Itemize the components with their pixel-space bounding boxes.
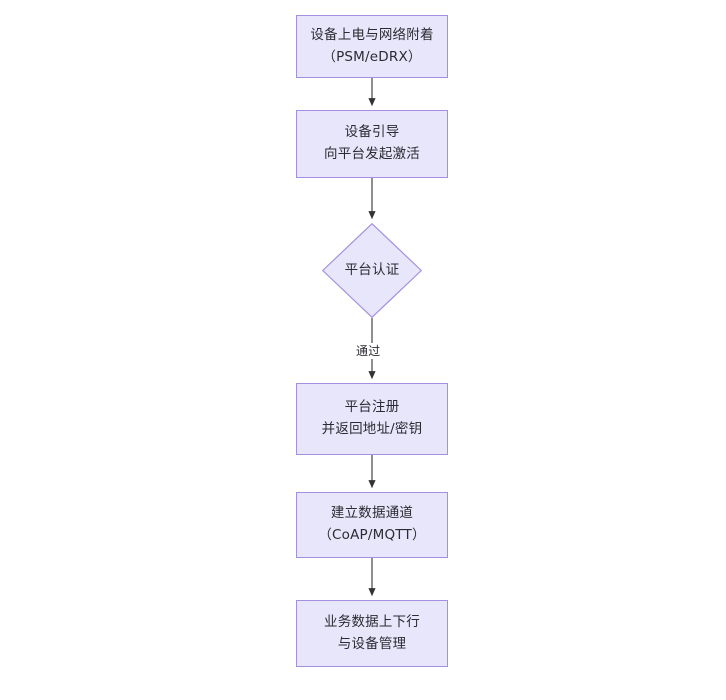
node-business-data-and-device-management[interactable]: 业务数据上下行 与设备管理 [296, 600, 448, 667]
node-platform-register-return-address-key[interactable]: 平台注册 并返回地址/密钥 [296, 383, 448, 455]
node-label: 设备上电与网络附着 （PSM/eDRX） [310, 26, 434, 65]
node-label: 设备引导 向平台发起激活 [324, 124, 420, 162]
edge-label-pass: 通过 [354, 343, 383, 360]
node-label: 业务数据上下行 与设备管理 [324, 613, 420, 652]
node-power-on-network-attach[interactable]: 设备上电与网络附着 （PSM/eDRX） [296, 15, 448, 78]
diamond-shape [322, 223, 422, 318]
node-device-bootstrap-activation[interactable]: 设备引导 向平台发起激活 [296, 110, 448, 178]
node-label: 平台注册 并返回地址/密钥 [321, 399, 423, 437]
node-establish-data-channel[interactable]: 建立数据通道 （CoAP/MQTT） [296, 492, 448, 558]
node-platform-authentication[interactable]: 平台认证 [322, 223, 422, 318]
node-label: 平台认证 [344, 261, 400, 278]
node-label: 建立数据通道 （CoAP/MQTT） [318, 505, 426, 543]
